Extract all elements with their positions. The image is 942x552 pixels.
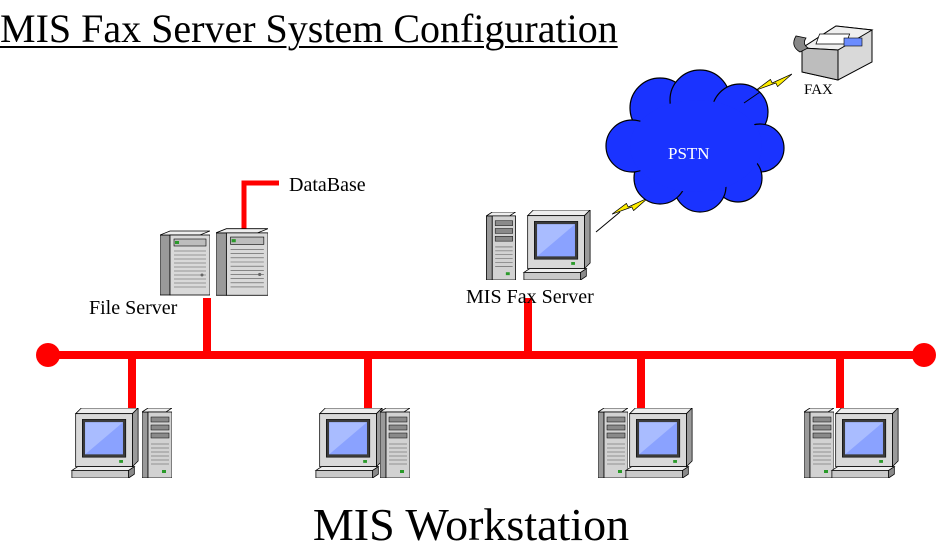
page-title: MIS Fax Server System Configuration xyxy=(0,6,618,51)
desktop-computer-icon xyxy=(625,408,693,478)
desktop-tower-icon xyxy=(380,408,410,478)
pstn-label: PSTN xyxy=(668,144,710,163)
network-bus xyxy=(48,298,924,408)
lightning-bolt-icon xyxy=(756,73,792,91)
workstation-1 xyxy=(71,408,172,478)
file-server-icon xyxy=(160,230,210,296)
desktop-tower-icon xyxy=(598,408,628,478)
file-server-label: File Server xyxy=(89,297,178,319)
pstn-link-line xyxy=(595,211,621,233)
database-label: DataBase xyxy=(289,174,366,196)
workstation-4 xyxy=(804,408,899,478)
fax-server-label: MIS Fax Server xyxy=(466,286,594,308)
workstation-label: MIS Workstation xyxy=(312,499,630,550)
fax-server-monitor-icon xyxy=(523,210,591,280)
desktop-tower-icon xyxy=(142,408,172,478)
fax-server-tower-icon xyxy=(486,212,516,280)
bus-endpoint-left xyxy=(36,343,60,367)
fax-link-line xyxy=(743,91,761,104)
fax-label: FAX xyxy=(804,82,833,98)
lightning-bolt-icon xyxy=(612,197,648,215)
database-connector xyxy=(241,180,279,233)
fax-machine-icon xyxy=(793,25,874,81)
desktop-computer-icon xyxy=(71,408,139,478)
workstation-2 xyxy=(315,408,410,478)
database-server-icon xyxy=(216,228,268,296)
bus-endpoint-right xyxy=(912,343,936,367)
desktop-computer-icon xyxy=(831,408,899,478)
desktop-computer-icon xyxy=(315,408,383,478)
workstation-3 xyxy=(598,408,693,478)
desktop-tower-icon xyxy=(804,408,834,478)
cloud-body xyxy=(630,100,762,192)
